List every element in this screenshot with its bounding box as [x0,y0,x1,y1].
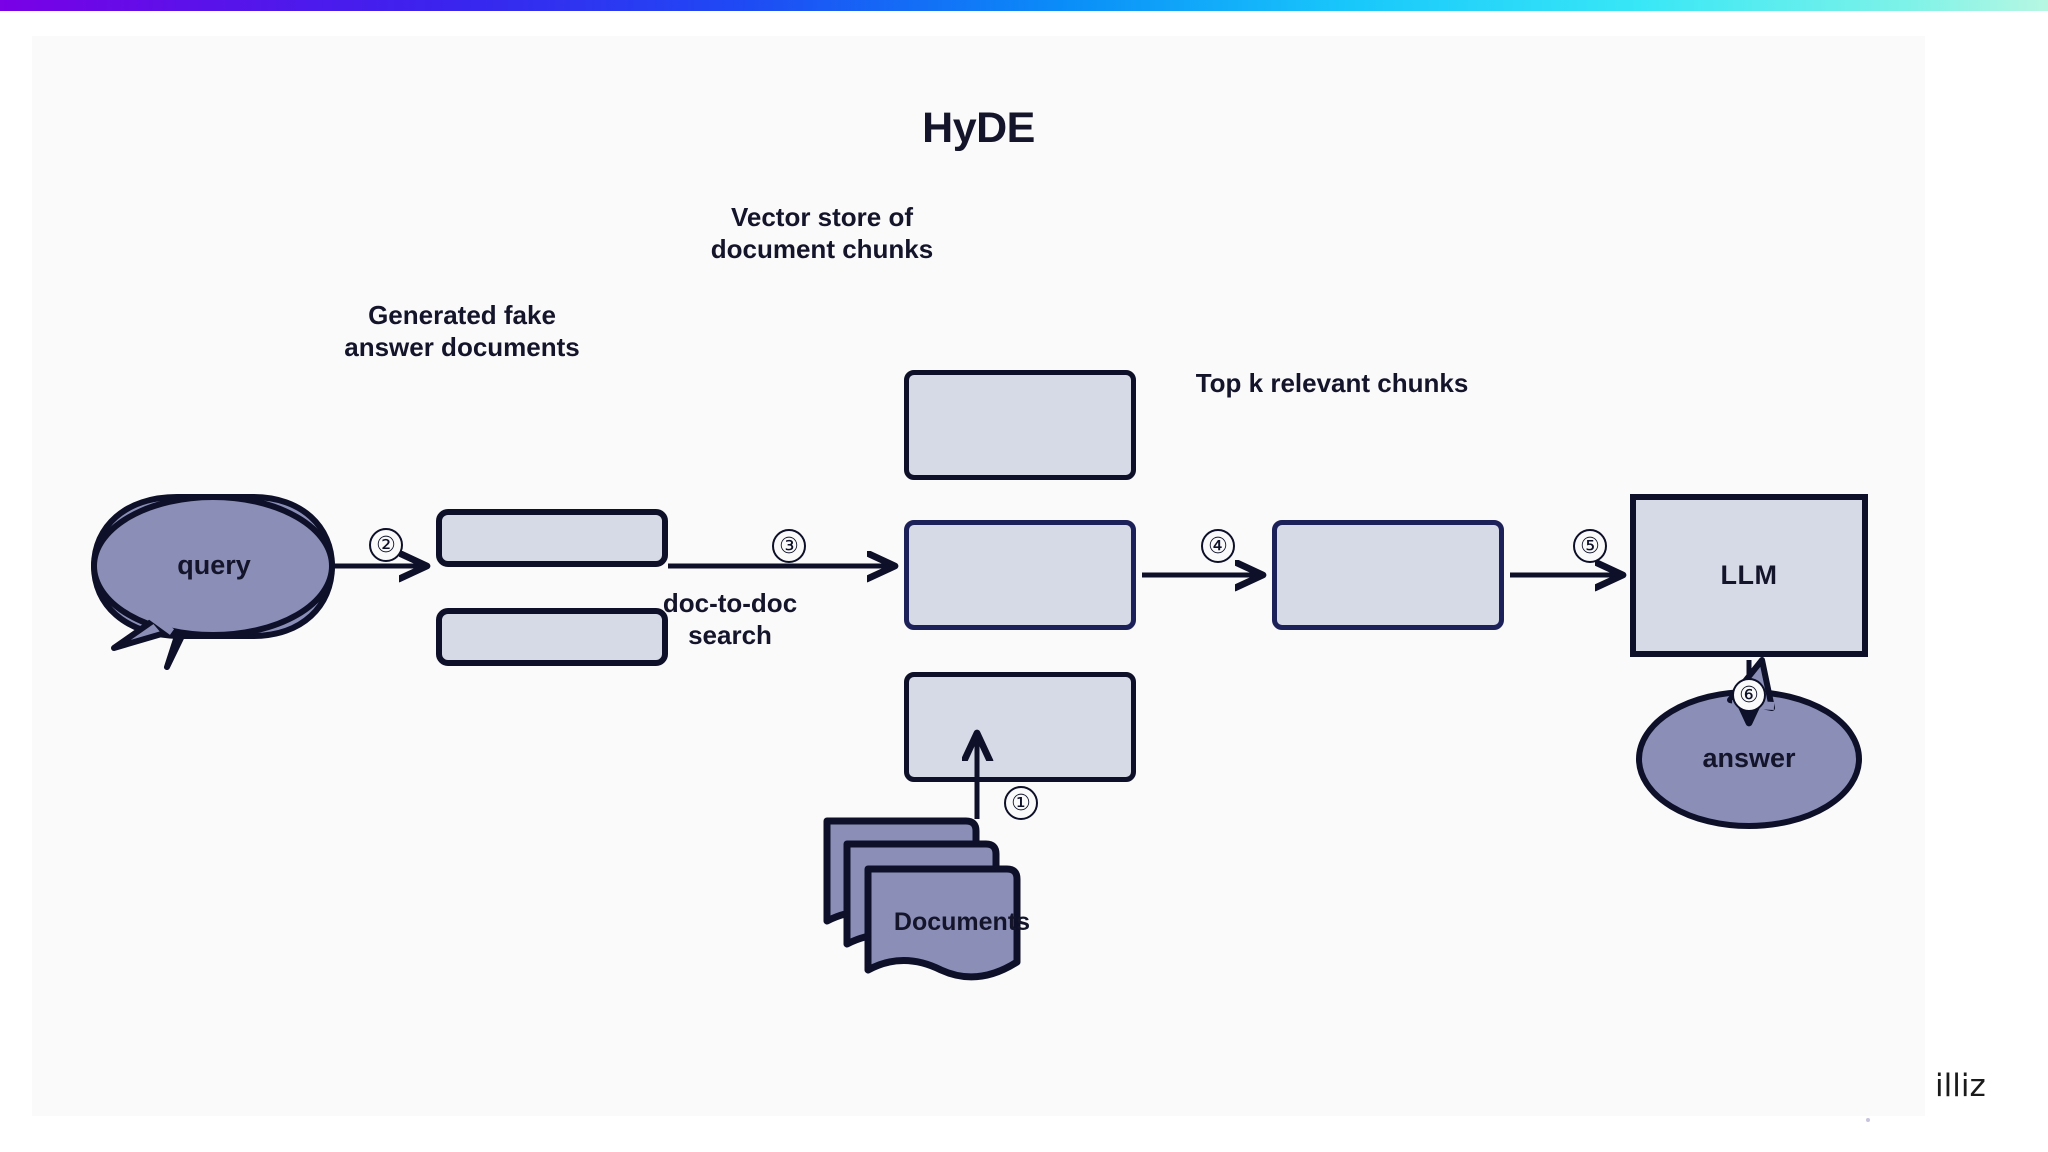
top-k-relevant-chunk[interactable] [1272,520,1504,630]
query-bubble-label: query [177,550,251,580]
diagram-vector-layer [91,494,1862,981]
query-bubble[interactable] [91,494,335,670]
page-title: HyDE [922,104,1035,152]
step-marker-5: ⑤ [1573,529,1607,563]
step-marker-1: ① [1004,786,1038,820]
answer-bubble-label: answer [1702,743,1796,773]
documents-stack[interactable] [823,817,1021,981]
watermark-dot [1866,1118,1870,1122]
step-marker-4: ④ [1201,529,1235,563]
vector-store-chunk-2[interactable] [904,520,1136,630]
vector-store-chunk-3[interactable] [904,672,1136,782]
llm-label: LLM [1720,560,1778,590]
fake-answer-document-2[interactable] [436,608,668,666]
vector-store-chunk-1[interactable] [904,370,1136,480]
top-k-caption: Top k relevant chunks [1195,368,1469,398]
diagram-canvas: HyDE Generated fake answer documents Vec… [32,36,1925,1116]
vector-store-caption: Vector store of document chunks [710,202,934,264]
step-marker-2: ② [369,528,403,562]
watermark-logo: illiz [1935,1068,1986,1104]
doc-to-doc-search-label: doc-to-doc search [662,588,798,650]
top-accent-gradient-bar [0,0,2048,11]
fake-answer-document-1[interactable] [436,509,668,567]
step-marker-6: ⑥ [1732,678,1766,712]
fake-documents-caption: Generated fake answer documents [344,300,580,362]
step-marker-3: ③ [772,529,806,563]
documents-stack-label: Documents [893,908,1031,936]
llm-node[interactable]: LLM [1630,494,1868,657]
